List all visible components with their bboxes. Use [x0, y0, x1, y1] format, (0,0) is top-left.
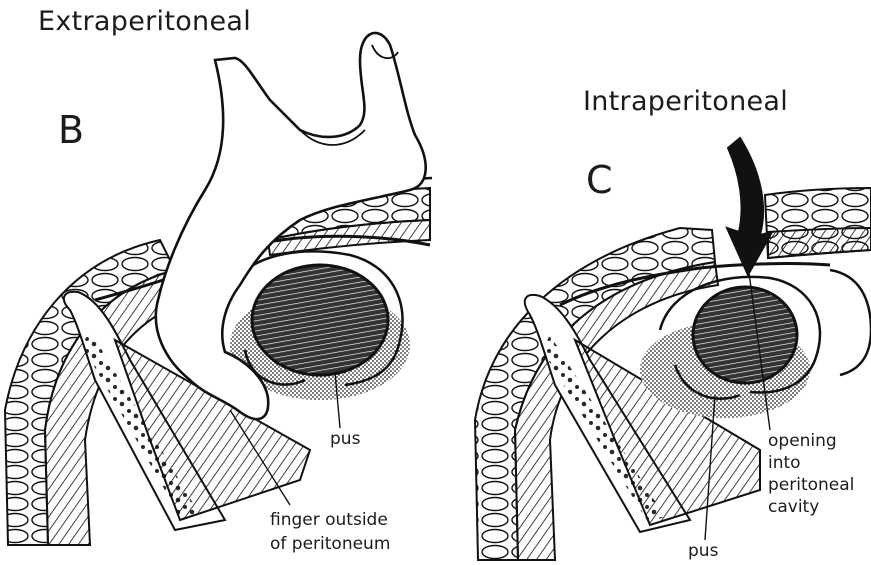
panel-b-finger-label-line2: of peritoneum — [270, 533, 390, 555]
panel-c-opening-line3: peritoneal — [768, 474, 854, 496]
panel-c-title: Intraperitoneal — [583, 86, 788, 117]
bowel-right-c — [830, 270, 871, 375]
panel-b-letter: B — [58, 108, 84, 152]
panel-b-finger-label-line1: finger outside — [270, 509, 388, 531]
panel-c-letter: C — [586, 158, 613, 202]
panel-c-opening-line1: opening — [768, 430, 837, 452]
panel-b-title: Extraperitoneal — [38, 6, 251, 37]
panel-c-opening-line2: into — [768, 452, 801, 474]
upper-wall-muscle-c — [768, 228, 871, 258]
appendix-mass-c — [693, 287, 797, 383]
panel-c-pus-label: pus — [688, 540, 718, 562]
panel-c-opening-line4: cavity — [768, 496, 819, 518]
appendix-mass-b — [252, 265, 388, 375]
panel-b-pus-label: pus — [330, 428, 360, 450]
